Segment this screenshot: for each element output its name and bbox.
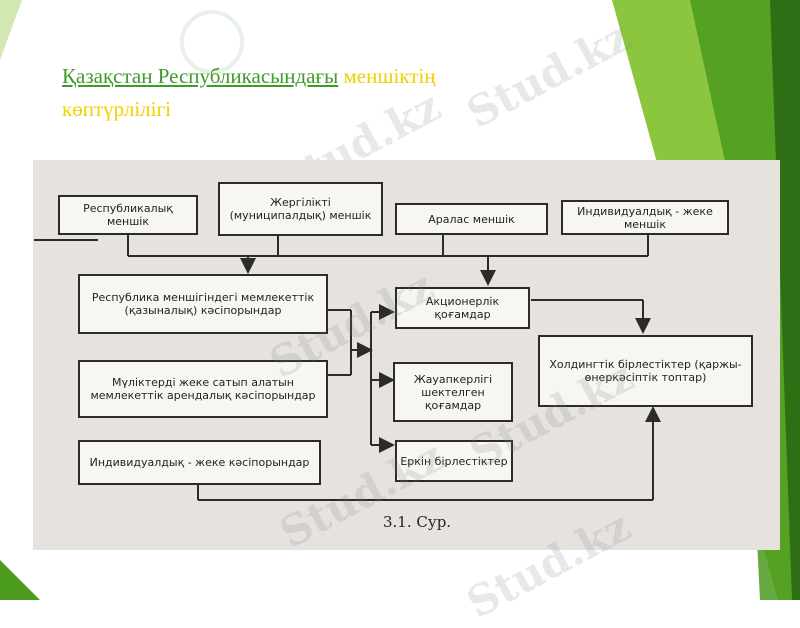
box-llc: Жауапкерлігі шектелген қоғамдар [393, 362, 513, 422]
box-republican-property: Республикалық меншік [58, 195, 198, 235]
title-part3: көптүрлілігі [62, 97, 171, 121]
title-part2: меншіктің [343, 64, 436, 88]
page-title: Қазақстан Республикасындағы меншіктің кө… [62, 60, 532, 126]
box-free-associations: Еркін бірлестіктер [395, 440, 513, 482]
box-lease-enterprises: Мүліктерді жеке сатып алатын мемлекеттік… [78, 360, 328, 418]
figure-caption: 3.1. Сур. [383, 513, 452, 531]
box-mixed-property: Аралас меншік [395, 203, 548, 235]
box-individual-enterprises: Индивидуалдық - жеке кәсіпорындар [78, 440, 321, 485]
watermark-logo-icon [180, 10, 244, 74]
box-joint-stock: Акционерлік қоғамдар [395, 287, 530, 329]
box-local-property: Жергілікті (муниципалдық) меншік [218, 182, 383, 236]
diagram-image: Республикалық меншік Жергілікті (муницип… [33, 160, 780, 550]
box-individual-property: Индивидуалдық - жеке меншік [561, 200, 729, 235]
box-holding-associations: Холдингтік бірлестіктер (қаржы-өнеркәсіп… [538, 335, 753, 407]
title-part1: Қазақстан Республикасындағы [62, 64, 339, 88]
box-state-enterprises: Республика меншігіндегі мемлекеттік (қаз… [78, 274, 328, 334]
